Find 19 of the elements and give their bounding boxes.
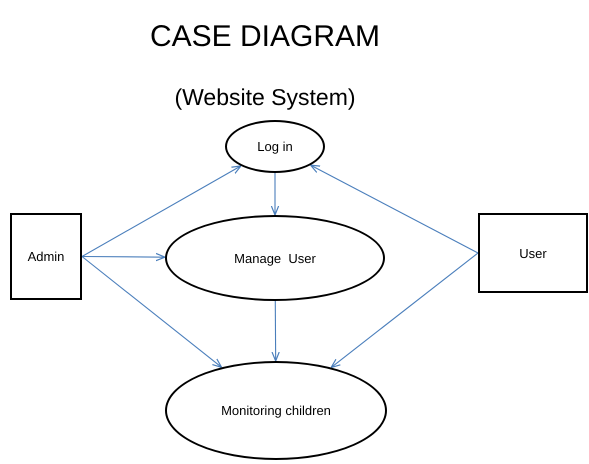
actor-box	[478, 213, 588, 293]
use-case-ellipse	[165, 215, 385, 301]
use-case-ellipse	[165, 361, 387, 460]
arrow	[271, 301, 280, 362]
node-label: Admin	[28, 249, 64, 264]
diagram-title: CASE DIAGRAM	[148, 20, 382, 54]
arrow	[82, 256, 222, 368]
diagram-subtitle: (Website System)	[173, 84, 357, 111]
arrow	[330, 252, 478, 368]
arrow	[82, 252, 166, 262]
arrow	[310, 164, 478, 254]
node-label: Monitoring children	[221, 403, 331, 418]
arrow	[270, 173, 280, 216]
use-case-ellipse	[225, 120, 325, 173]
arrow	[82, 165, 242, 257]
node-label: Manage User	[234, 250, 316, 266]
actor-box	[10, 213, 82, 300]
node-label: User	[519, 246, 547, 260]
node-label: Log in	[257, 139, 293, 154]
